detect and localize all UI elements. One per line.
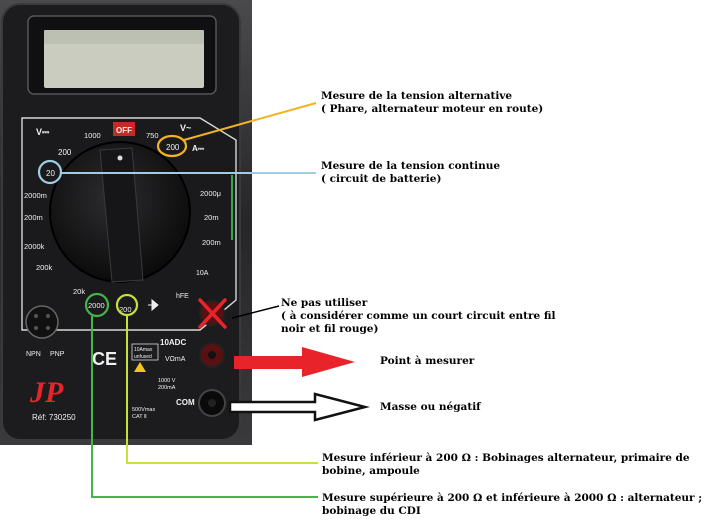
- dc-voltage-annotation: Mesure de la tension continue ( circuit …: [321, 160, 500, 186]
- dont-use-title: Ne pas utiliser: [281, 297, 581, 310]
- ac-voltage-note: ( Phare, alternateur moteur en route): [321, 103, 543, 116]
- resistance-low-label: Mesure inférieur à 200 Ω : Bobinages alt…: [322, 452, 692, 478]
- ac-voltage-annotation: Mesure de la tension alternative ( Phare…: [321, 90, 543, 116]
- r200-leader-line: [127, 316, 318, 463]
- dc-voltage-title: Mesure de la tension continue: [321, 160, 500, 173]
- dc-voltage-note: ( circuit de batterie): [321, 173, 500, 186]
- dont-use-annotation: Ne pas utiliser ( à considérer comme un …: [281, 297, 581, 336]
- ac-leader-line: [184, 103, 316, 140]
- measure-point-label: Point à mesurer: [380, 355, 474, 368]
- black-arrow: [230, 394, 365, 420]
- ground-label: Masse ou négatif: [380, 401, 481, 414]
- red-arrow: [234, 347, 355, 377]
- resistance-high-label: Mesure supérieure à 200 Ω et inférieure …: [322, 492, 707, 518]
- dont-use-leader: [232, 306, 279, 318]
- dont-use-note: ( à considérer comme un court circuit en…: [281, 310, 581, 336]
- ac-voltage-title: Mesure de la tension alternative: [321, 90, 543, 103]
